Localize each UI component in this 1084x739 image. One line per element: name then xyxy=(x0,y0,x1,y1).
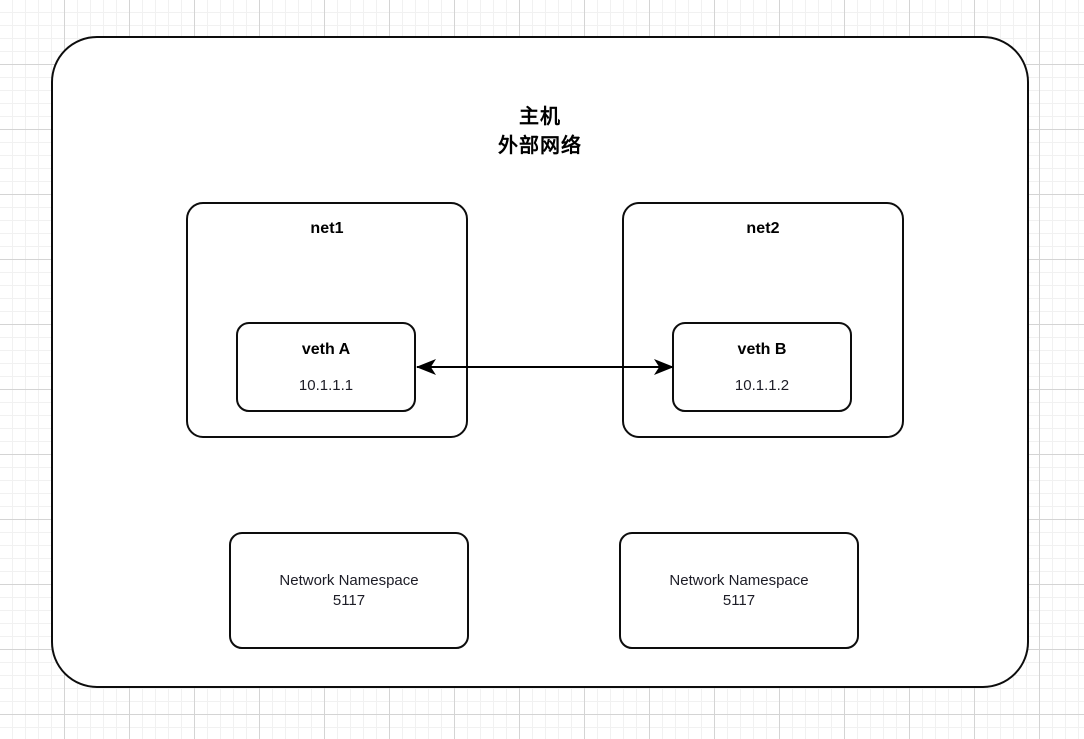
namespace-box-net2[interactable]: Network Namespace 5117 xyxy=(619,532,859,649)
interface-veth-a-ip: 10.1.1.1 xyxy=(298,376,354,394)
group-net2-label: net2 xyxy=(746,220,780,237)
interface-veth-b-ip: 10.1.1.2 xyxy=(734,376,790,394)
group-net1-label: net1 xyxy=(310,220,344,237)
interface-veth-b-name: veth B xyxy=(737,340,787,358)
veth-pair-link-arrow[interactable] xyxy=(405,345,685,389)
namespace-box-net1[interactable]: Network Namespace 5117 xyxy=(229,532,469,649)
interface-veth-a-name: veth A xyxy=(301,340,351,358)
namespace-box-net1-id: 5117 xyxy=(332,591,366,609)
namespace-box-net2-label: Network Namespace xyxy=(669,572,809,590)
interface-veth-b[interactable]: veth B 10.1.1.2 xyxy=(672,322,852,412)
namespace-box-net1-label: Network Namespace xyxy=(279,572,419,590)
interface-veth-a[interactable]: veth A 10.1.1.1 xyxy=(236,322,416,412)
namespace-box-net2-id: 5117 xyxy=(722,591,756,609)
